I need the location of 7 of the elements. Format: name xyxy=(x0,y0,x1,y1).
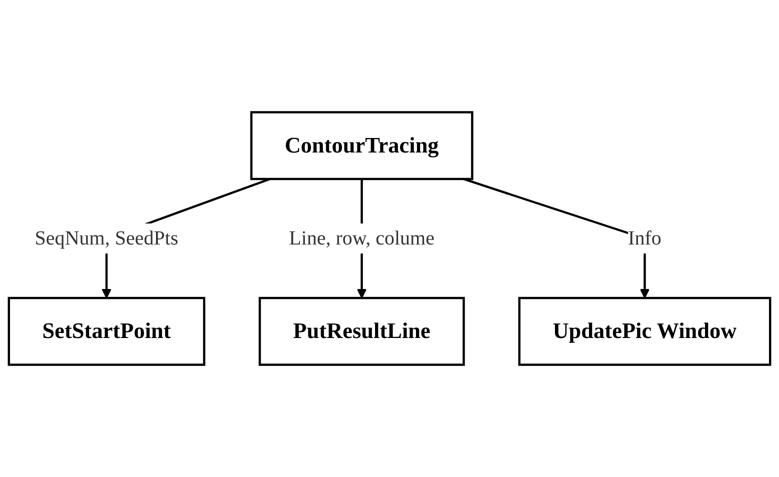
edge-label: Line, row, colume xyxy=(289,226,435,250)
node-box: PutResultLine xyxy=(258,296,465,366)
edge-label: SeqNum, SeedPts xyxy=(34,226,178,250)
edge-label: Info xyxy=(628,226,662,250)
node-box: ContourTracing xyxy=(250,111,474,180)
node-box: UpdatePic Window xyxy=(518,296,772,366)
node-box: SetStartPoint xyxy=(8,296,206,366)
